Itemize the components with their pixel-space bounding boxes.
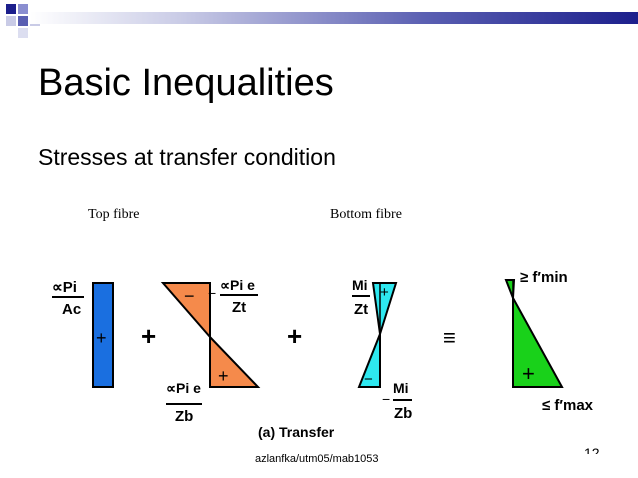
term3-top-denominator: Zt	[354, 301, 368, 318]
term2-top-prefix: −	[208, 285, 216, 301]
top-fibre-label: Top fibre	[88, 207, 140, 222]
moment-top-triangle	[371, 282, 398, 335]
page-number: 12	[584, 446, 600, 454]
axial-stress-term: ∝Pi Ac +	[52, 279, 114, 388]
equivalent-operator: ≡	[443, 325, 456, 350]
slide-footer: azlanfka/utm05/mab1053	[255, 453, 379, 465]
result-bottom-label: ≤ f′max	[542, 397, 594, 414]
term2-bottom-numerator: ∝Pi e	[166, 380, 201, 396]
diagram-caption: (a) Transfer	[258, 424, 335, 440]
slide-title: Basic Inequalities	[38, 62, 334, 104]
term2-bottom-sign: +	[218, 366, 229, 386]
term2-bottom-denominator: Zb	[175, 408, 193, 425]
term2-top-sign: −	[184, 286, 195, 306]
term3-top-numerator: Mi	[352, 277, 368, 293]
term3-bottom-numerator: Mi	[393, 380, 409, 396]
resultant-stress: + ≥ f′min ≤ f′max	[504, 269, 594, 414]
resultant-stress-triangle	[512, 297, 564, 388]
term3-bottom-denominator: Zb	[394, 405, 412, 422]
bottom-fibre-label: Bottom fibre	[330, 207, 402, 222]
moment-stress-term: + − Mi Zt − Mi Zb	[352, 277, 412, 422]
term2-top-denominator: Zt	[232, 299, 246, 316]
header-gradient-bar	[30, 12, 638, 24]
result-sign: +	[522, 361, 535, 386]
slide-subtitle: Stresses at transfer condition	[38, 144, 336, 170]
term3-bottom-prefix: −	[382, 391, 390, 407]
term1-numerator: ∝Pi	[52, 279, 77, 296]
axial-stress-block	[92, 282, 114, 388]
plus-operator-1: +	[141, 321, 156, 351]
term1-sign: +	[96, 328, 107, 348]
term3-top-sign: +	[380, 284, 389, 301]
plus-operator-2: +	[287, 321, 302, 351]
result-top-label: ≥ f′min	[520, 269, 568, 286]
term2-top-numerator: ∝Pi e	[220, 277, 255, 293]
term3-bottom-sign: −	[364, 371, 373, 388]
eccentric-stress-term: − + − ∝Pi e Zt ∝Pi e Zb	[160, 277, 261, 425]
term1-denominator: Ac	[62, 301, 81, 318]
